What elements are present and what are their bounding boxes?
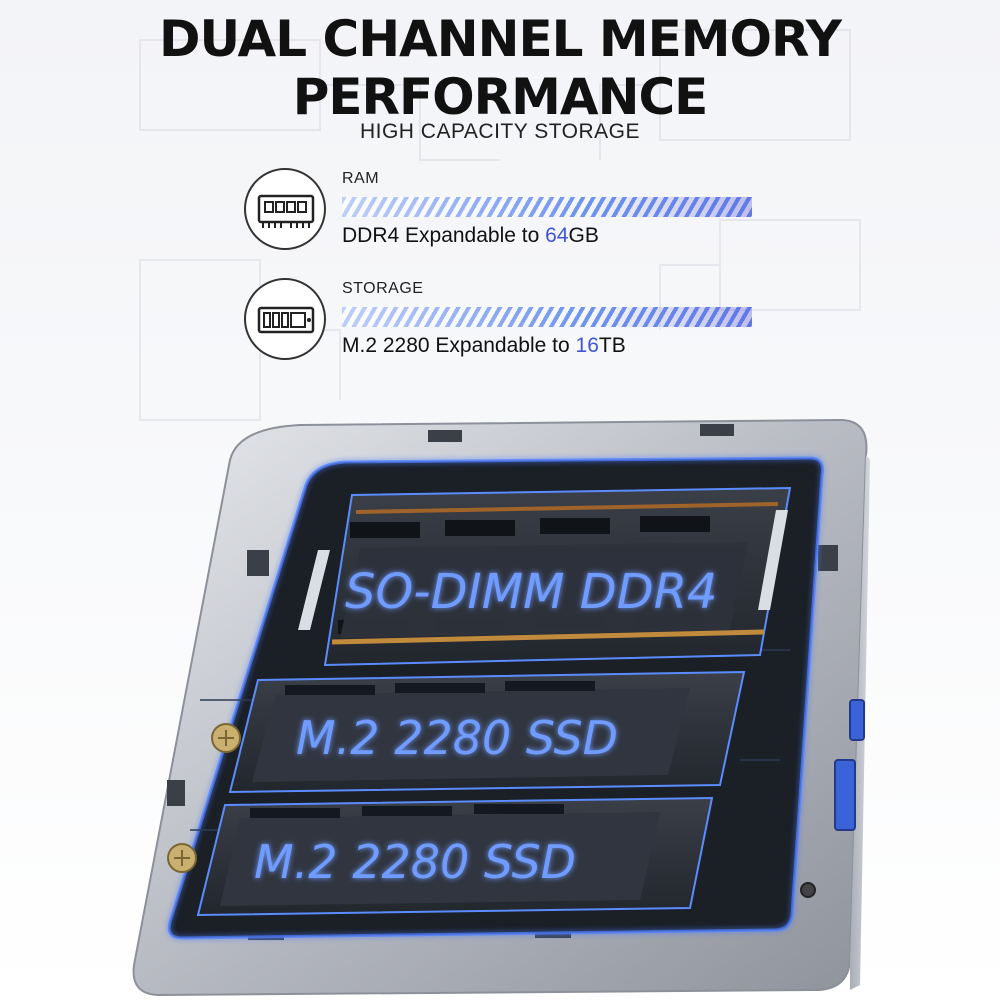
spec-label-storage: STORAGE: [342, 280, 424, 297]
spec-desc-storage-value: 16: [575, 334, 599, 357]
spec-bar-ram: [342, 197, 752, 217]
ram-module-icon: [244, 168, 326, 250]
spec-desc-ram-value: 64: [545, 224, 569, 247]
mini-pc-illustration: SO-DIMM DDR4 M.2 2280 SSD M.2 2280 SSD: [132, 418, 870, 997]
page-title: DUAL CHANNEL MEMORY PERFORMANCE: [0, 10, 1000, 126]
ssd-1-label: M.2 2280 SSD: [296, 711, 618, 765]
spec-desc-ram-unit: GB: [568, 224, 599, 247]
ssd-2-label: M.2 2280 SSD: [254, 835, 576, 889]
title-line-1: DUAL CHANNEL MEMORY: [158, 10, 842, 68]
audio-jack-icon: [800, 882, 816, 898]
spec-label-ram: RAM: [342, 170, 380, 187]
ssd-module-1: M.2 2280 SSD: [211, 670, 746, 794]
spec-bar-storage: [342, 307, 752, 327]
spec-desc-storage-prefix: M.2 2280 Expandable to: [342, 334, 576, 357]
ssd-module-icon: [244, 278, 326, 360]
sodimm-module: SO-DIMM DDR4: [298, 486, 792, 667]
ssd-module-2: M.2 2280 SSD: [167, 796, 714, 917]
page-subtitle: HIGH CAPACITY STORAGE: [359, 120, 641, 143]
sodimm-label: SO-DIMM DDR4: [345, 564, 718, 620]
spec-storage: STORAGE M.2 2280 Expandable to 16TB: [244, 278, 764, 368]
usb-port-icon: [834, 759, 856, 831]
usb-port-2-icon: [849, 699, 865, 741]
spec-ram: RAM DDR4 Expandable to 64GB: [244, 168, 764, 258]
spec-desc-storage-unit: TB: [598, 334, 626, 357]
spec-desc-storage: M.2 2280 Expandable to 16TB: [342, 334, 626, 358]
spec-desc-ram: DDR4 Expandable to 64GB: [342, 224, 599, 248]
title-line-2: PERFORMANCE: [292, 68, 709, 126]
spec-desc-ram-prefix: DDR4 Expandable to: [342, 224, 546, 247]
